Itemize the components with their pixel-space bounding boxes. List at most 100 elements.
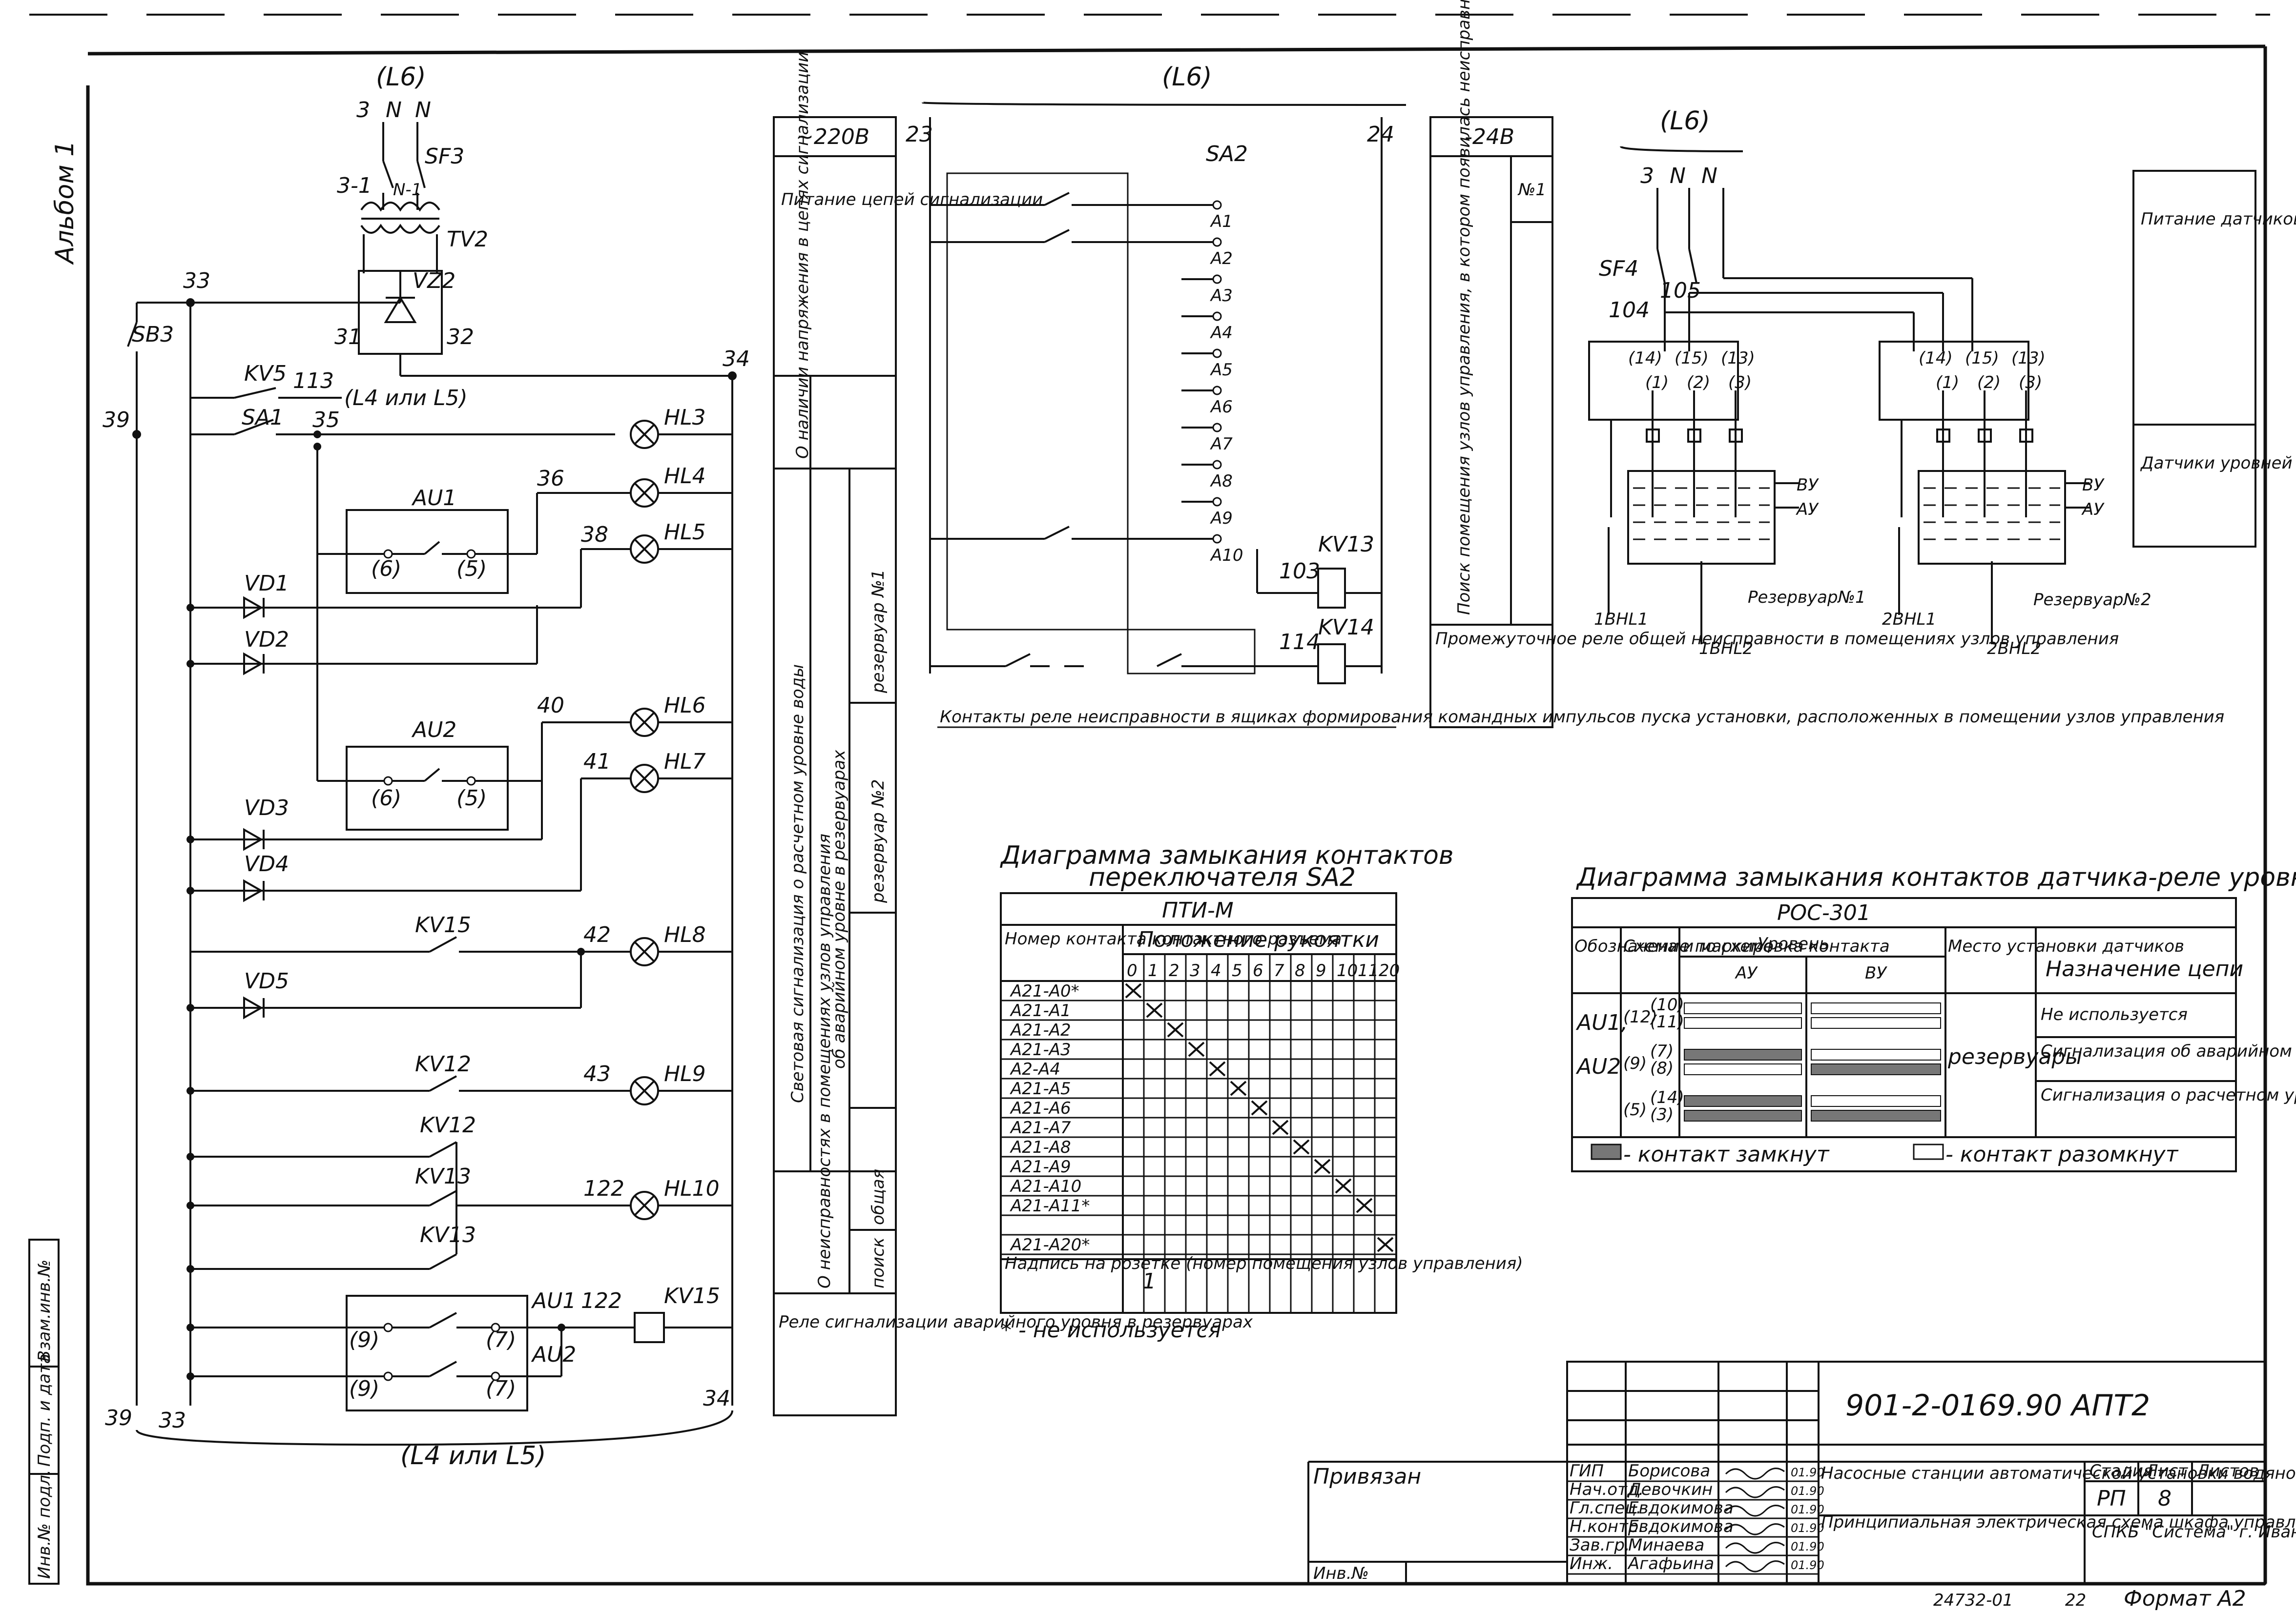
node-39: 40: [537, 693, 564, 718]
node-34-bottom: 34: [703, 1386, 730, 1411]
staff-date: 01.90: [1791, 1503, 1824, 1516]
sensor-1bhl1: 1BHL1: [1594, 610, 1648, 629]
level-vu-1: ВУ: [1797, 475, 1819, 495]
sa2-table-device: ПТИ-М: [1162, 898, 1234, 923]
node-23: 23: [906, 122, 933, 147]
fc-light-signalling: Световая сигнализация о расчетном уровне…: [788, 664, 807, 1103]
level-au-1: АУ: [1796, 500, 1819, 519]
fc-search: поиск: [869, 1237, 888, 1288]
sa2-table-col-left: Номер контакта контактного разъема: [1005, 929, 1342, 949]
relay-pin-top: (15): [1675, 348, 1709, 368]
roc-purpose-2: Сигнализация об аварийном уровне - АУ: [2041, 1042, 2296, 1061]
node-41: 42: [583, 922, 611, 947]
dc-voltage: -24В: [1465, 124, 1514, 149]
sensor-phase-n1: N: [1670, 163, 1686, 188]
au2-label: AU2: [411, 717, 456, 742]
title-inv: Инв.№: [1313, 1564, 1369, 1583]
sa2-table-title-1: Диаграмма замыкания контактов: [1000, 841, 1454, 870]
title-sheets-label: Листов: [2196, 1461, 2259, 1481]
svg-text:HL9: HL9: [664, 1062, 706, 1086]
sa2-row-label: A21-A2: [1010, 1021, 1071, 1040]
staff-name: Борисова: [1628, 1461, 1710, 1481]
title-bound: Привязан: [1313, 1464, 1421, 1489]
sensor-circuit: (L6) 3 N N SF4 104 105: [1588, 106, 2029, 421]
roc-h-au: АУ: [1735, 963, 1758, 983]
staff-role: Инж.: [1570, 1554, 1613, 1573]
relay-kv15: KV15: [664, 1284, 720, 1308]
sa2-row-label: A2-A4: [1010, 1060, 1060, 1079]
node-122: 122: [581, 1288, 622, 1313]
album-label: Альбом 1: [50, 141, 80, 265]
node-34-top: 34: [723, 347, 750, 371]
relay-pin-top: (13): [1721, 348, 1755, 368]
sa2-position-10: 10: [1337, 961, 1358, 981]
sa2-contact-a2: A2: [930, 229, 1233, 268]
dc-bottom-text: Промежуточное реле общей неисправности в…: [1435, 629, 2119, 649]
contact-kv13-b: KV13: [420, 1223, 476, 1247]
relay-kv13-label: KV13: [1318, 532, 1374, 557]
au1-label: AU1: [411, 486, 456, 511]
level-au-2: АУ: [2081, 500, 2105, 519]
node-38: 38: [581, 522, 608, 547]
sa2-position-6: 6: [1253, 961, 1263, 981]
title-bottom-page: 22: [2065, 1591, 2086, 1610]
roc-mark: (14): [1650, 1088, 1684, 1107]
au2-terminal-6: (6): [371, 786, 401, 811]
svg-text:HL3: HL3: [664, 405, 706, 430]
contact-kv13: KV13: [415, 1164, 471, 1189]
node-31: 31: [334, 325, 362, 349]
sa2-note: Контакты реле неисправности в ящиках фор…: [940, 707, 2224, 727]
staff-name: Девочкин: [1627, 1480, 1713, 1499]
node-3-1: 3-1: [337, 173, 372, 198]
sa2-table-inscription-label: Надпись на розетке (номер помещения узло…: [1005, 1254, 1523, 1273]
sa2-contact-a3: A3: [1181, 274, 1233, 306]
dc-search-text: Поиск помещения узлов управления, в кото…: [1454, 0, 1474, 615]
right-note-bottom: Датчики уровней в резервуарах: [2140, 453, 2296, 473]
relay-pin-mid: (1): [1645, 373, 1669, 392]
fc-voltage: ~220В: [796, 124, 869, 149]
breaker-sf3: SF3: [425, 144, 464, 169]
roc-table-title: Диаграмма замыкания контактов датчика-ре…: [1576, 863, 2296, 892]
sa2-contact-a4: A4: [1181, 311, 1233, 343]
roc-h-location: Место установки датчиков: [1948, 937, 2184, 956]
title-stage: РП: [2097, 1486, 2126, 1511]
relay-pin-top: (13): [2011, 348, 2046, 368]
doc-code: 901-2-0169.90 АПТ2: [1845, 1389, 2150, 1423]
sa2-table-col-positions: Положение рукоятки: [1138, 927, 1379, 952]
sa2-row-label: A21-A10: [1010, 1177, 1081, 1196]
sa2-position-8: 8: [1295, 961, 1305, 981]
sa2-contact-a7: A7: [1181, 423, 1233, 454]
sa2-circuit: (L6) 23 24 SA2: [906, 62, 1407, 674]
sa2-row-label: A21-A7: [1010, 1118, 1071, 1138]
node-104: 104: [1609, 298, 1650, 323]
sa2-closed-mark: [1146, 1002, 1163, 1018]
function-column: ~220В Питание цепей сигнализации О налич…: [773, 52, 1253, 1416]
roc-purpose-1: Не используется: [2041, 1005, 2188, 1024]
sa2-contact-label: A8: [1210, 471, 1233, 491]
block-terminal-7a: (7): [486, 1328, 516, 1352]
tank-2-label: Резервуар№2: [2033, 590, 2151, 610]
sa2-contact-a8: A8: [1181, 460, 1233, 491]
sa2-contact-label: A3: [1210, 286, 1233, 306]
node-105: 105: [1660, 278, 1701, 303]
block-terminal-9a: (9): [349, 1328, 379, 1352]
title-bottom-number: 24732-01: [1933, 1591, 2013, 1610]
sa2-contact-label: A5: [1210, 360, 1233, 380]
legend-open: - контакт разомкнут: [1945, 1142, 2179, 1167]
relay-pin-top: (15): [1965, 348, 1999, 368]
sensor-phase-3: 3: [1640, 163, 1654, 188]
phase-n2: N: [415, 98, 431, 123]
staff-date: 01.90: [1791, 1484, 1824, 1498]
sa2-contact-label: A1: [1210, 212, 1233, 231]
staff-role: Н.контр.: [1570, 1517, 1644, 1536]
roc-mark: (10): [1650, 995, 1684, 1015]
staff-date: 01.90: [1791, 1521, 1824, 1535]
sa2-position-20: 20: [1379, 961, 1400, 981]
lamp-hl3: HL3: [630, 405, 732, 449]
phase-n1: N: [386, 98, 402, 123]
